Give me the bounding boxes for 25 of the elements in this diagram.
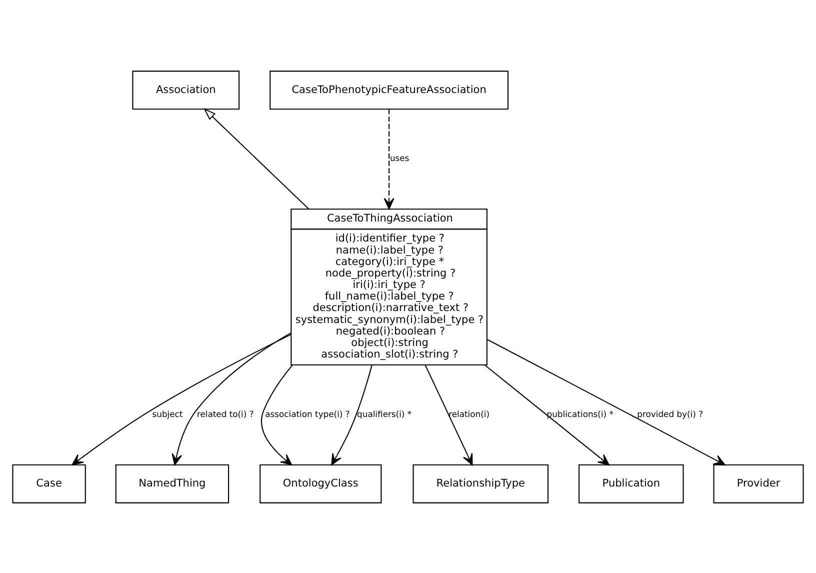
node-box: RelationshipType (412, 464, 549, 503)
edge-label: association type(i) ? (265, 408, 350, 418)
node-box: Publication (578, 464, 684, 503)
node-box: Provider (713, 464, 804, 503)
edge-label: uses (390, 152, 410, 163)
edge-label: relation(i) (448, 408, 490, 418)
arrow (484, 364, 610, 465)
node-box: OntologyClass (260, 464, 382, 503)
arrow (172, 332, 292, 465)
arrow (203, 108, 310, 209)
node-box: Case (12, 464, 86, 503)
node-box: Association (132, 70, 240, 110)
arrow (424, 364, 473, 465)
edge-label: subject (152, 408, 183, 418)
arrow (261, 364, 293, 465)
arrow (72, 333, 292, 465)
edge-label: provided by(i) ? (637, 408, 704, 418)
arrow (486, 338, 726, 465)
edge-label: qualifiers(i) * (357, 408, 412, 418)
node-box: NamedThing (115, 464, 230, 503)
arrow (384, 108, 394, 209)
edge-label: related to(i) ? (196, 408, 254, 418)
edge-label: publications(i) * (546, 408, 614, 418)
arrow (331, 364, 372, 465)
node-box: CaseToPhenotypicFeatureAssociation (270, 70, 509, 110)
